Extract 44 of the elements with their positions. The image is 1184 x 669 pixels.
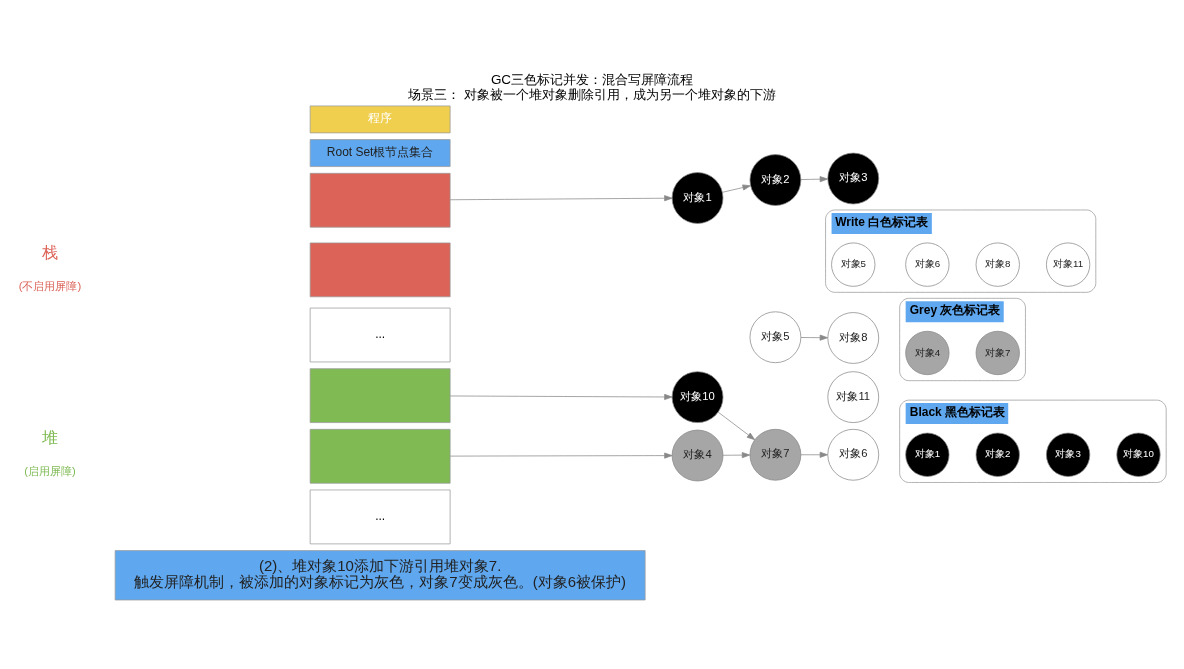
node-circle: 对象1 (905, 432, 950, 477)
node-circle: 对象3 (827, 152, 880, 204)
arrow (722, 184, 751, 193)
node-box (309, 242, 451, 297)
node-circle: 对象11 (827, 370, 880, 423)
node-circle: 对象6 (905, 242, 950, 287)
node-circle: 对象6 (827, 428, 880, 481)
node-circle: 对象10 (671, 370, 724, 423)
node-circle: 对象8 (975, 242, 1020, 287)
node-circle: 对象7 (975, 330, 1020, 375)
node-circle: 对象8 (827, 311, 880, 364)
label: (启用屏障) (24, 464, 76, 477)
arrow (800, 334, 828, 341)
arrow (800, 451, 828, 458)
node-box: Root Set根节点集合 (309, 138, 451, 167)
arrow (449, 452, 673, 459)
caption: 场景三： 对象被一个堆对象删除引用，成为另一个堆对象的下游 (408, 86, 776, 102)
node-box (309, 172, 451, 228)
node-circle: 对象5 (749, 310, 802, 363)
node-box (309, 367, 451, 423)
node-box (309, 428, 451, 484)
node-circle: 对象11 (1046, 242, 1091, 287)
node-box: (2)、堆对象10添加下游引用堆对象7. 触发屏障机制，被添加的对象标记为灰色，对象7变成灰色。(对象6被保护) (114, 549, 646, 600)
label: (不启用屏障) (18, 279, 82, 292)
node-circle: 对象3 (1046, 432, 1091, 477)
label: 堆 (42, 427, 59, 446)
label: 栈 (42, 242, 59, 261)
node-circle: 对象2 (975, 432, 1020, 477)
node-box: ... (309, 489, 451, 544)
node-circle: 对象5 (831, 242, 876, 287)
node-circle: 对象1 (671, 171, 724, 224)
node-circle: 对象4 (671, 429, 724, 481)
node-circle: 对象7 (749, 428, 802, 481)
arrow (722, 451, 751, 458)
node-circle: 对象4 (905, 330, 950, 375)
node-box: ... (309, 307, 451, 362)
arrow (800, 175, 828, 182)
arrow (449, 393, 673, 400)
node-circle: 对象2 (749, 153, 802, 206)
diagram-title: GC三色标记并发：混合写屏障流程 (490, 71, 694, 87)
node-box: 程序 (309, 105, 451, 133)
arrow (449, 194, 673, 201)
node-circle: 对象10 (1116, 432, 1161, 477)
arrow (717, 411, 755, 440)
